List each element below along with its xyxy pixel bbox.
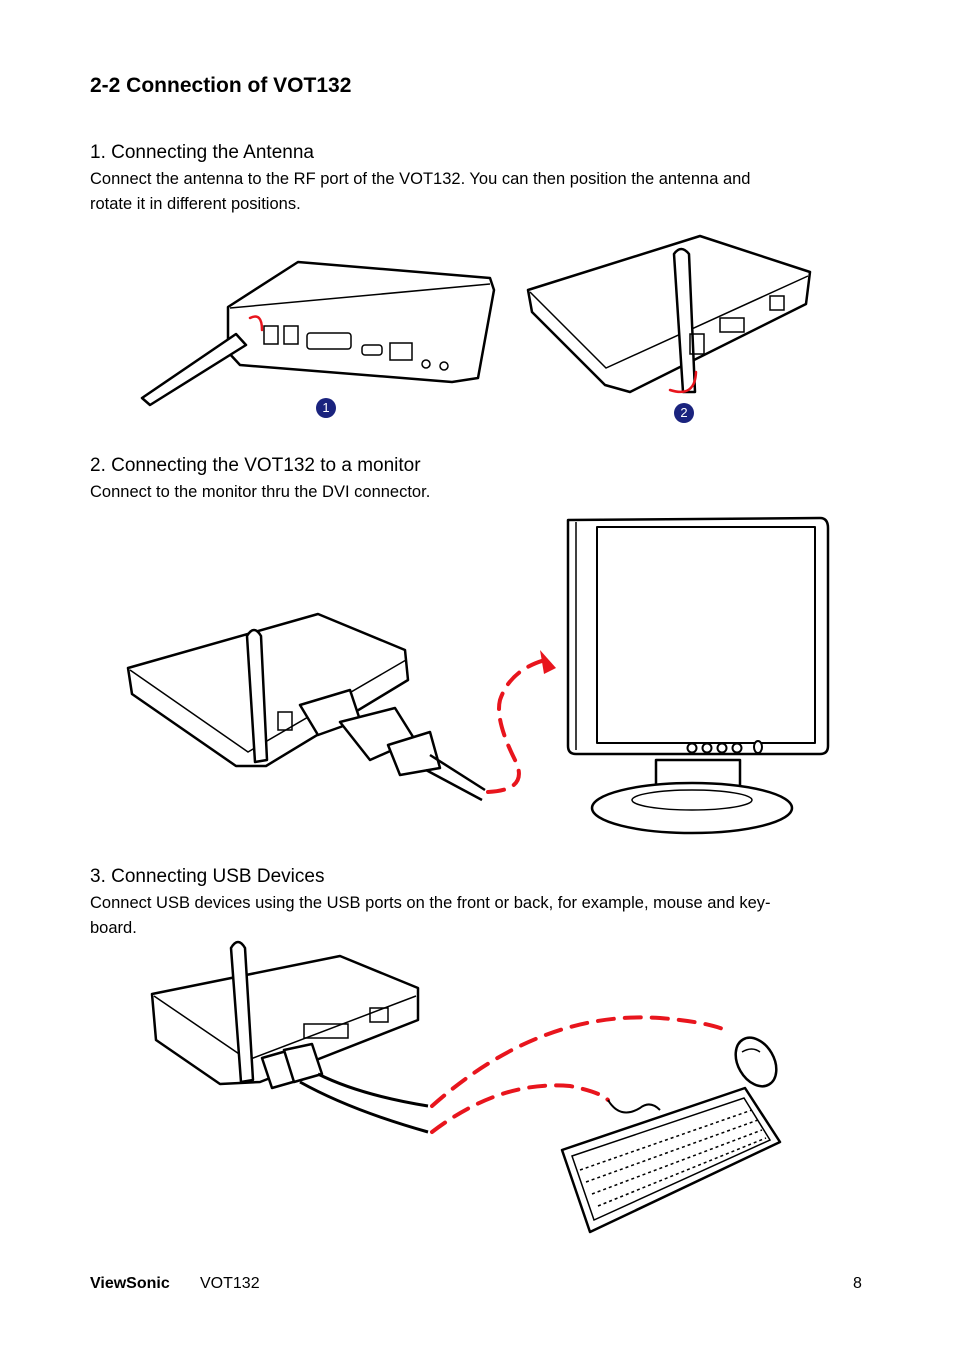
footer-model: VOT132 [200,1275,260,1292]
device-with-dvi-cable [126,612,486,802]
device-with-usb-cables [150,940,429,1134]
step-3-text-line2: board. [90,919,137,937]
step-1-text-line1: Connect the antenna to the RF port of th… [90,170,751,188]
section-title: 2-2 Connection of VOT132 [90,74,352,97]
mouse [734,1036,778,1088]
page-number: 8 [853,1275,862,1292]
footer-brand: ViewSonic [90,1275,170,1292]
figure-badge-2: 2 [674,403,694,423]
step-2-text-line1: Connect to the monitor thru the DVI conn… [90,483,431,501]
monitor [566,516,830,835]
device-back-view [140,260,496,407]
device-angled-view [526,234,812,394]
step-2-title: 2. Connecting the VOT132 to a monitor [90,455,421,476]
step-3-title: 3. Connecting USB Devices [90,866,325,887]
figure-badge-1: 1 [316,398,336,418]
step-1-text-line2: rotate it in different positions. [90,195,301,213]
keyboard [560,1086,782,1234]
step-3-text-line1: Connect USB devices using the USB ports … [90,894,771,912]
step-1-title: 1. Connecting the Antenna [90,142,314,163]
